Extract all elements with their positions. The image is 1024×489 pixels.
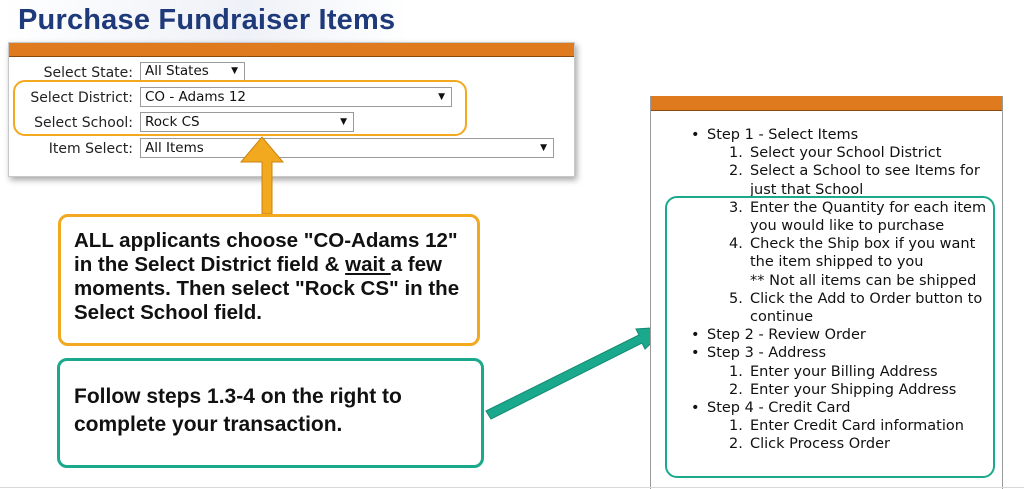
list-item: 5.Click the Add to Order button to conti… xyxy=(729,290,983,326)
shipping-note: ** Not all items can be shipped xyxy=(750,272,977,289)
school-select-value: Rock CS xyxy=(145,114,200,130)
instructions-header-bar xyxy=(651,96,1002,111)
orange-arrow xyxy=(239,136,285,215)
list-item: 1.Select your School District xyxy=(729,145,942,162)
chevron-down-icon: ▼ xyxy=(540,143,547,153)
item-select-value: All Items xyxy=(145,140,204,156)
title-band xyxy=(0,0,410,42)
district-select[interactable]: CO - Adams 12 ▼ xyxy=(140,87,452,107)
chevron-down-icon: ▼ xyxy=(340,117,347,127)
chevron-down-icon: ▼ xyxy=(231,66,238,76)
step-3: Step 3 - Address xyxy=(651,344,990,362)
district-instruction-callout: ALL applicants choose "CO-Adams 12" in t… xyxy=(58,214,480,346)
callout-text-part2: a few moments. Then select "Rock CS" in … xyxy=(74,253,460,324)
list-item: 2.Click Process Order xyxy=(729,436,890,453)
item-select[interactable]: All Items ▼ xyxy=(140,138,554,158)
step-2: Step 2 - Review Order xyxy=(651,326,990,344)
list-item: 2.Enter your Shipping Address xyxy=(729,381,957,398)
chevron-down-icon: ▼ xyxy=(438,92,445,102)
list-item: 1.Enter your Billing Address xyxy=(729,363,938,380)
state-select-value: All States xyxy=(145,63,209,79)
page-title: Purchase Fundraiser Items xyxy=(18,4,396,36)
school-select[interactable]: Rock CS ▼ xyxy=(140,112,354,132)
steps-highlight xyxy=(665,196,995,478)
step-4: Step 4 - Credit Card xyxy=(651,399,990,417)
item-label: Item Select: xyxy=(48,141,133,157)
divider xyxy=(0,487,1024,488)
instructions-list: Step 1 - Select Items 1.Select your Scho… xyxy=(651,126,990,454)
callout-text-wait: wait xyxy=(345,253,391,276)
state-label: Select State: xyxy=(43,65,133,81)
instructions-panel: Step 1 - Select Items 1.Select your Scho… xyxy=(650,96,1003,489)
teal-arrow xyxy=(485,326,670,420)
district-label: Select District: xyxy=(30,90,133,106)
list-item: 2.Select a School to see Items for just … xyxy=(729,163,980,198)
list-item: 4.Check the Ship box if you want the ite… xyxy=(729,236,976,271)
steps-instruction-callout: Follow steps 1.3-4 on the right to compl… xyxy=(57,358,484,468)
form-header-bar xyxy=(9,43,574,57)
district-school-highlight xyxy=(13,80,467,136)
list-item: 1.Enter Credit Card information xyxy=(729,418,964,435)
item-filter-form: Select State: All States ▼ Select Distri… xyxy=(8,42,575,177)
list-item: 3.Enter the Quantity for each item you w… xyxy=(729,199,987,235)
school-label: Select School: xyxy=(34,115,133,131)
callout-text-part1: ALL applicants choose "CO-Adams 12" in t… xyxy=(74,229,458,276)
step-1: Step 1 - Select Items xyxy=(651,126,990,144)
district-select-value: CO - Adams 12 xyxy=(145,89,246,105)
